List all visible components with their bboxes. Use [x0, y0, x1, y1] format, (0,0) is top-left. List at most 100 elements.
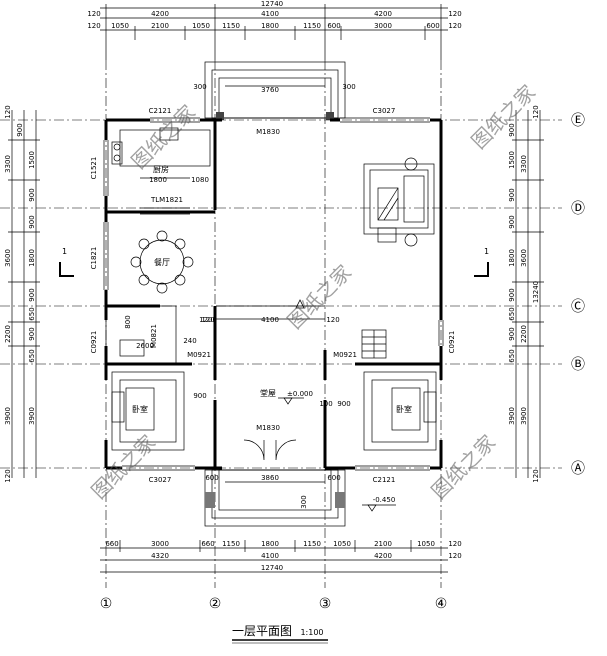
dim-seg-bottom-6: 1150 — [303, 540, 321, 548]
dim-kitchen-1080: 1080 — [191, 176, 209, 184]
dim-overall-bottom-3: 4200 — [374, 552, 392, 560]
dim-edge-top-d: 120 — [448, 22, 461, 30]
dim-100-right: 100 — [319, 400, 332, 408]
dim-left-seg-10: 3900 — [28, 407, 36, 425]
dim-seg-top-2: 2100 — [151, 22, 169, 30]
dim-2600: 2600 — [136, 342, 154, 350]
top-porch: 3760 300 300 — [193, 61, 356, 120]
dim-partition-4100: 4100 — [261, 316, 279, 324]
dim-900-right: 900 — [337, 400, 350, 408]
dim-seg-top-7: 600 — [327, 22, 340, 30]
opening-c2121-top: C2121 — [149, 107, 172, 115]
dim-entry-side-left: 300 — [193, 83, 206, 91]
opening-c0921-right: C0921 — [448, 331, 456, 354]
room-dining-label: 餐厅 — [154, 258, 170, 267]
dim-right-edge-bottom: 120 — [532, 469, 540, 482]
dim-right-seg-1: 900 — [508, 123, 516, 136]
horizontal-axis-bubbles: Ⓔ Ⓓ Ⓒ Ⓑ Ⓐ — [571, 113, 585, 477]
dim-overall-top-2: 4100 — [261, 10, 279, 18]
dim-seg-bottom-4: 1150 — [222, 540, 240, 548]
dim-left-seg-9: 650 — [28, 349, 36, 362]
level-main: ±0.000 — [287, 390, 313, 398]
section-mark-right: 1 — [484, 247, 489, 256]
dim-right-group-4: 3900 — [520, 407, 528, 425]
dim-left-seg-6: 900 — [28, 288, 36, 301]
dim-right-seg-6: 900 — [508, 288, 516, 301]
dim-left-seg-3: 900 — [28, 188, 36, 201]
opening-c3027-bottom: C3027 — [149, 476, 172, 484]
top-dimensions: 12740 4200 4100 4200 120 120 120 120 105… — [87, 0, 462, 60]
dim-right-group-1: 3300 — [520, 155, 528, 173]
bedroom-right: 卧室 900 100 M0921 C0921 — [319, 331, 456, 451]
dim-seg-bottom-1: 660 — [105, 540, 118, 548]
opening-m0821: M0821 — [150, 324, 158, 348]
stair — [361, 329, 387, 359]
dim-total-bottom: 12740 — [261, 564, 283, 572]
watermark-3: 图纸之家 — [283, 260, 357, 334]
room-kitchen-label: 厨房 — [153, 164, 169, 174]
watermark-4: 图纸之家 — [87, 430, 161, 504]
dim-left-seg-7: 650 — [28, 307, 36, 320]
small-room-left: M0821 800 2600 240 1200 M0921 C0921 — [90, 315, 217, 359]
dining: 餐厅 C1821 — [90, 230, 194, 294]
axis-bubble-2: ② — [209, 596, 222, 612]
dim-kitchen-1800: 1800 — [149, 176, 167, 184]
opening-c1521: C1521 — [90, 157, 98, 180]
dim-right-seg-2: 1500 — [508, 151, 516, 169]
left-dimensions: 900 1500 900 900 1800 900 650 900 650 39… — [4, 105, 40, 483]
dim-seg-bottom-3: 660 — [201, 540, 214, 548]
drawing-scale: 1:100 — [300, 628, 323, 637]
dim-left-edge-top: 120 — [4, 105, 12, 118]
dim-edge-top-a: 120 — [87, 10, 100, 18]
opening-m1830-bottom: M1830 — [256, 424, 280, 432]
dim-seg-bottom-7: 1050 — [333, 540, 351, 548]
dim-seg-bottom-8: 2100 — [374, 540, 392, 548]
dim-total-top: 12740 — [261, 0, 283, 8]
dim-right-seg-9: 650 — [508, 349, 516, 362]
kitchen: 厨房 1800 1080 TLM1821 C1521 — [90, 127, 211, 215]
dim-left-seg-8: 900 — [28, 327, 36, 340]
dim-right-group-2: 3600 — [520, 249, 528, 267]
dim-seg-top-9: 600 — [426, 22, 439, 30]
dim-right-edge-top: 120 — [532, 105, 540, 118]
dim-overall-bottom-1: 4320 — [151, 552, 169, 560]
right-dimensions: 900 1500 900 900 1800 900 650 900 650 39… — [508, 105, 544, 483]
dim-left-edge-bottom: 120 — [4, 469, 12, 482]
dim-seg-top-6: 1150 — [303, 22, 321, 30]
dim-overall-bottom-2: 4100 — [261, 552, 279, 560]
dim-seg-bottom-2: 3000 — [151, 540, 169, 548]
vertical-axis-bubbles: ① ② ③ ④ — [100, 596, 448, 612]
axis-bubble-e: Ⓔ — [571, 113, 585, 129]
room-bedroom-right-label: 卧室 — [396, 404, 412, 414]
axis-bubble-d: Ⓓ — [571, 201, 585, 217]
opening-c0921-left: C0921 — [90, 331, 98, 354]
dim-left-seg-2: 1500 — [28, 151, 36, 169]
dim-stair-cut-left: 120 — [201, 316, 214, 324]
bottom-porch: 3860 600 600 300 -0.450 — [204, 469, 396, 527]
dim-right-seg-4: 900 — [508, 215, 516, 228]
level-outside: -0.450 — [373, 496, 396, 504]
dim-seg-top-1: 1050 — [111, 22, 129, 30]
dim-seg-top-8: 3000 — [374, 22, 392, 30]
dim-edge-top-b: 120 — [87, 22, 100, 30]
axis-bubble-3: ③ — [319, 596, 332, 612]
dim-door-side-600-left: 600 — [205, 474, 218, 482]
watermarks: 图纸之家 图纸之家 图纸之家 图纸之家 图纸之家 — [87, 80, 541, 504]
dim-right-seg-7: 650 — [508, 307, 516, 320]
dim-seg-top-5: 1800 — [261, 22, 279, 30]
dim-entry-width: 3760 — [261, 86, 279, 94]
dim-edge-bottom-b: 120 — [448, 552, 461, 560]
opening-m0921-left: M0921 — [187, 351, 211, 359]
axis-bubble-4: ④ — [435, 596, 448, 612]
drawing-title-block: 一层平面图 1:100 — [232, 624, 328, 644]
section-marks: 1 1 — [59, 247, 489, 277]
dim-seg-bottom-5: 1800 — [261, 540, 279, 548]
dim-seg-top-4: 1150 — [222, 22, 240, 30]
axis-bubble-b: Ⓑ — [571, 357, 585, 373]
dim-left-group-1: 3300 — [4, 155, 12, 173]
dim-seg-top-3: 1050 — [192, 22, 210, 30]
opening-c2121-bottom: C2121 — [373, 476, 396, 484]
dim-overall-top-3: 4200 — [374, 10, 392, 18]
opening-c1821: C1821 — [90, 247, 98, 270]
